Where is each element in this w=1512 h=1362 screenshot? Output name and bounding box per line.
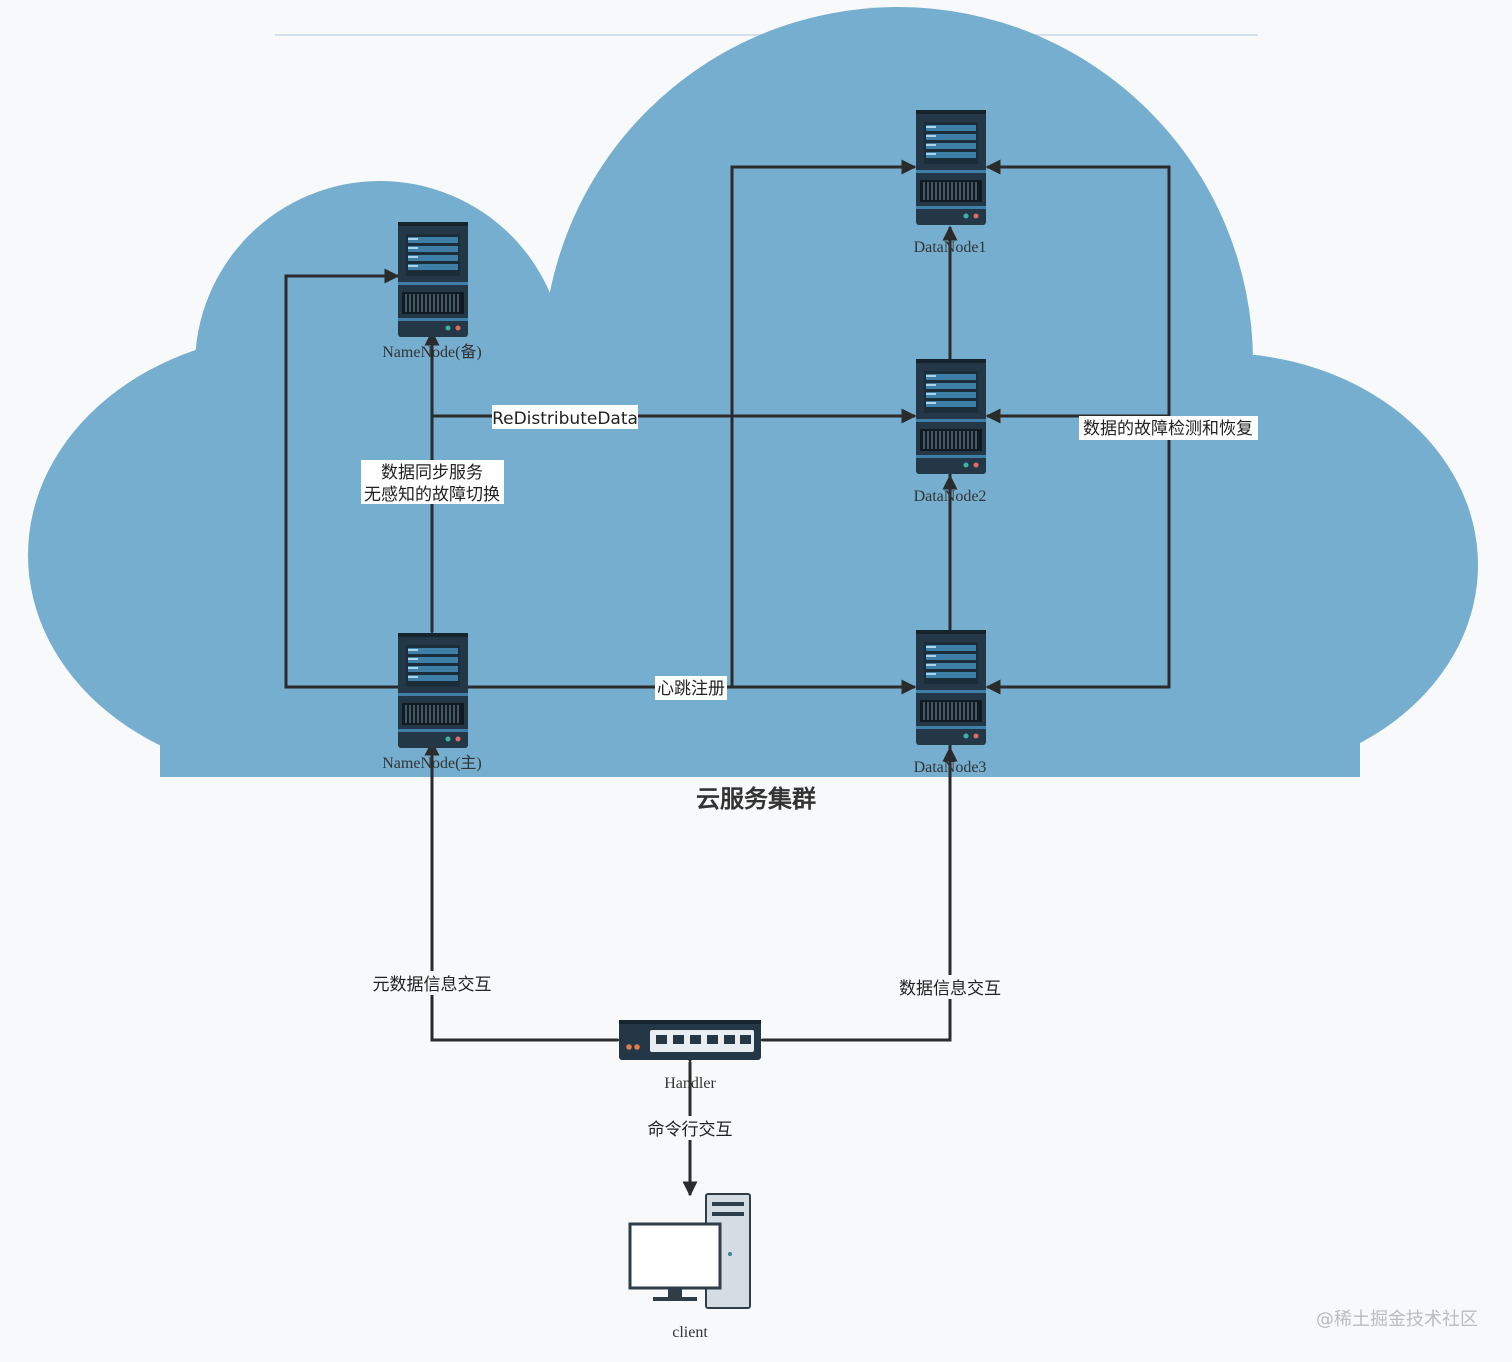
redistribute-label-bg: [492, 405, 638, 429]
metadata-exchange-label: 元数据信息交互: [373, 975, 492, 995]
datanode2-label: DataNode2: [914, 488, 987, 505]
desktop-computer-icon[interactable]: [628, 1193, 751, 1309]
handler-label: Handler: [664, 1075, 716, 1092]
namenode-primary-icon[interactable]: [397, 632, 469, 749]
edge-recovery-datanode3: [985, 416, 1171, 695]
namenode-primary-label: NameNode(主): [382, 754, 482, 772]
edge-data-exchange: [748, 746, 958, 1048]
cluster-title: 云服务集群: [696, 785, 816, 813]
edge-namenode-loop: [284, 268, 400, 689]
heartbeat-label-bg: [655, 676, 727, 700]
namenode-standby-icon[interactable]: [397, 221, 469, 338]
datanode1-icon[interactable]: [915, 109, 987, 226]
fault-recovery-label-bg: [1079, 416, 1258, 440]
datanode1-label: DataNode1: [914, 239, 987, 256]
fault-recovery-label: 数据的故障检测和恢复: [1083, 419, 1253, 439]
redistribute-label: ReDistributeData: [492, 409, 638, 429]
cli-exchange-label: 命令行交互: [648, 1120, 733, 1140]
sync-label-line2: 无感知的故障切换: [364, 485, 500, 505]
watermark: @稀土掘金技术社区: [1316, 1309, 1478, 1330]
edge-recovery-datanode1: [985, 159, 1171, 416]
metadata-exchange-label-bg: [369, 971, 495, 995]
datanode3-icon[interactable]: [915, 629, 987, 746]
cli-exchange-label-bg: [645, 1116, 735, 1140]
data-exchange-label-bg: [896, 975, 1004, 999]
sync-label-bg: [361, 460, 504, 504]
sync-label-line1: 数据同步服务: [381, 463, 483, 483]
datanode2-icon[interactable]: [915, 358, 987, 475]
heartbeat-label: 心跳注册: [657, 679, 725, 699]
cloud-shape: [28, 7, 1478, 777]
edge-metadata-exchange: [424, 740, 632, 1048]
client-label: client: [672, 1324, 708, 1341]
namenode-standby-label: NameNode(备): [382, 343, 482, 361]
datanode3-label: DataNode3: [914, 759, 987, 776]
network-switch-icon[interactable]: [619, 1020, 761, 1060]
data-exchange-label: 数据信息交互: [899, 979, 1001, 999]
edge-heartbeat-datanode1: [730, 159, 917, 687]
